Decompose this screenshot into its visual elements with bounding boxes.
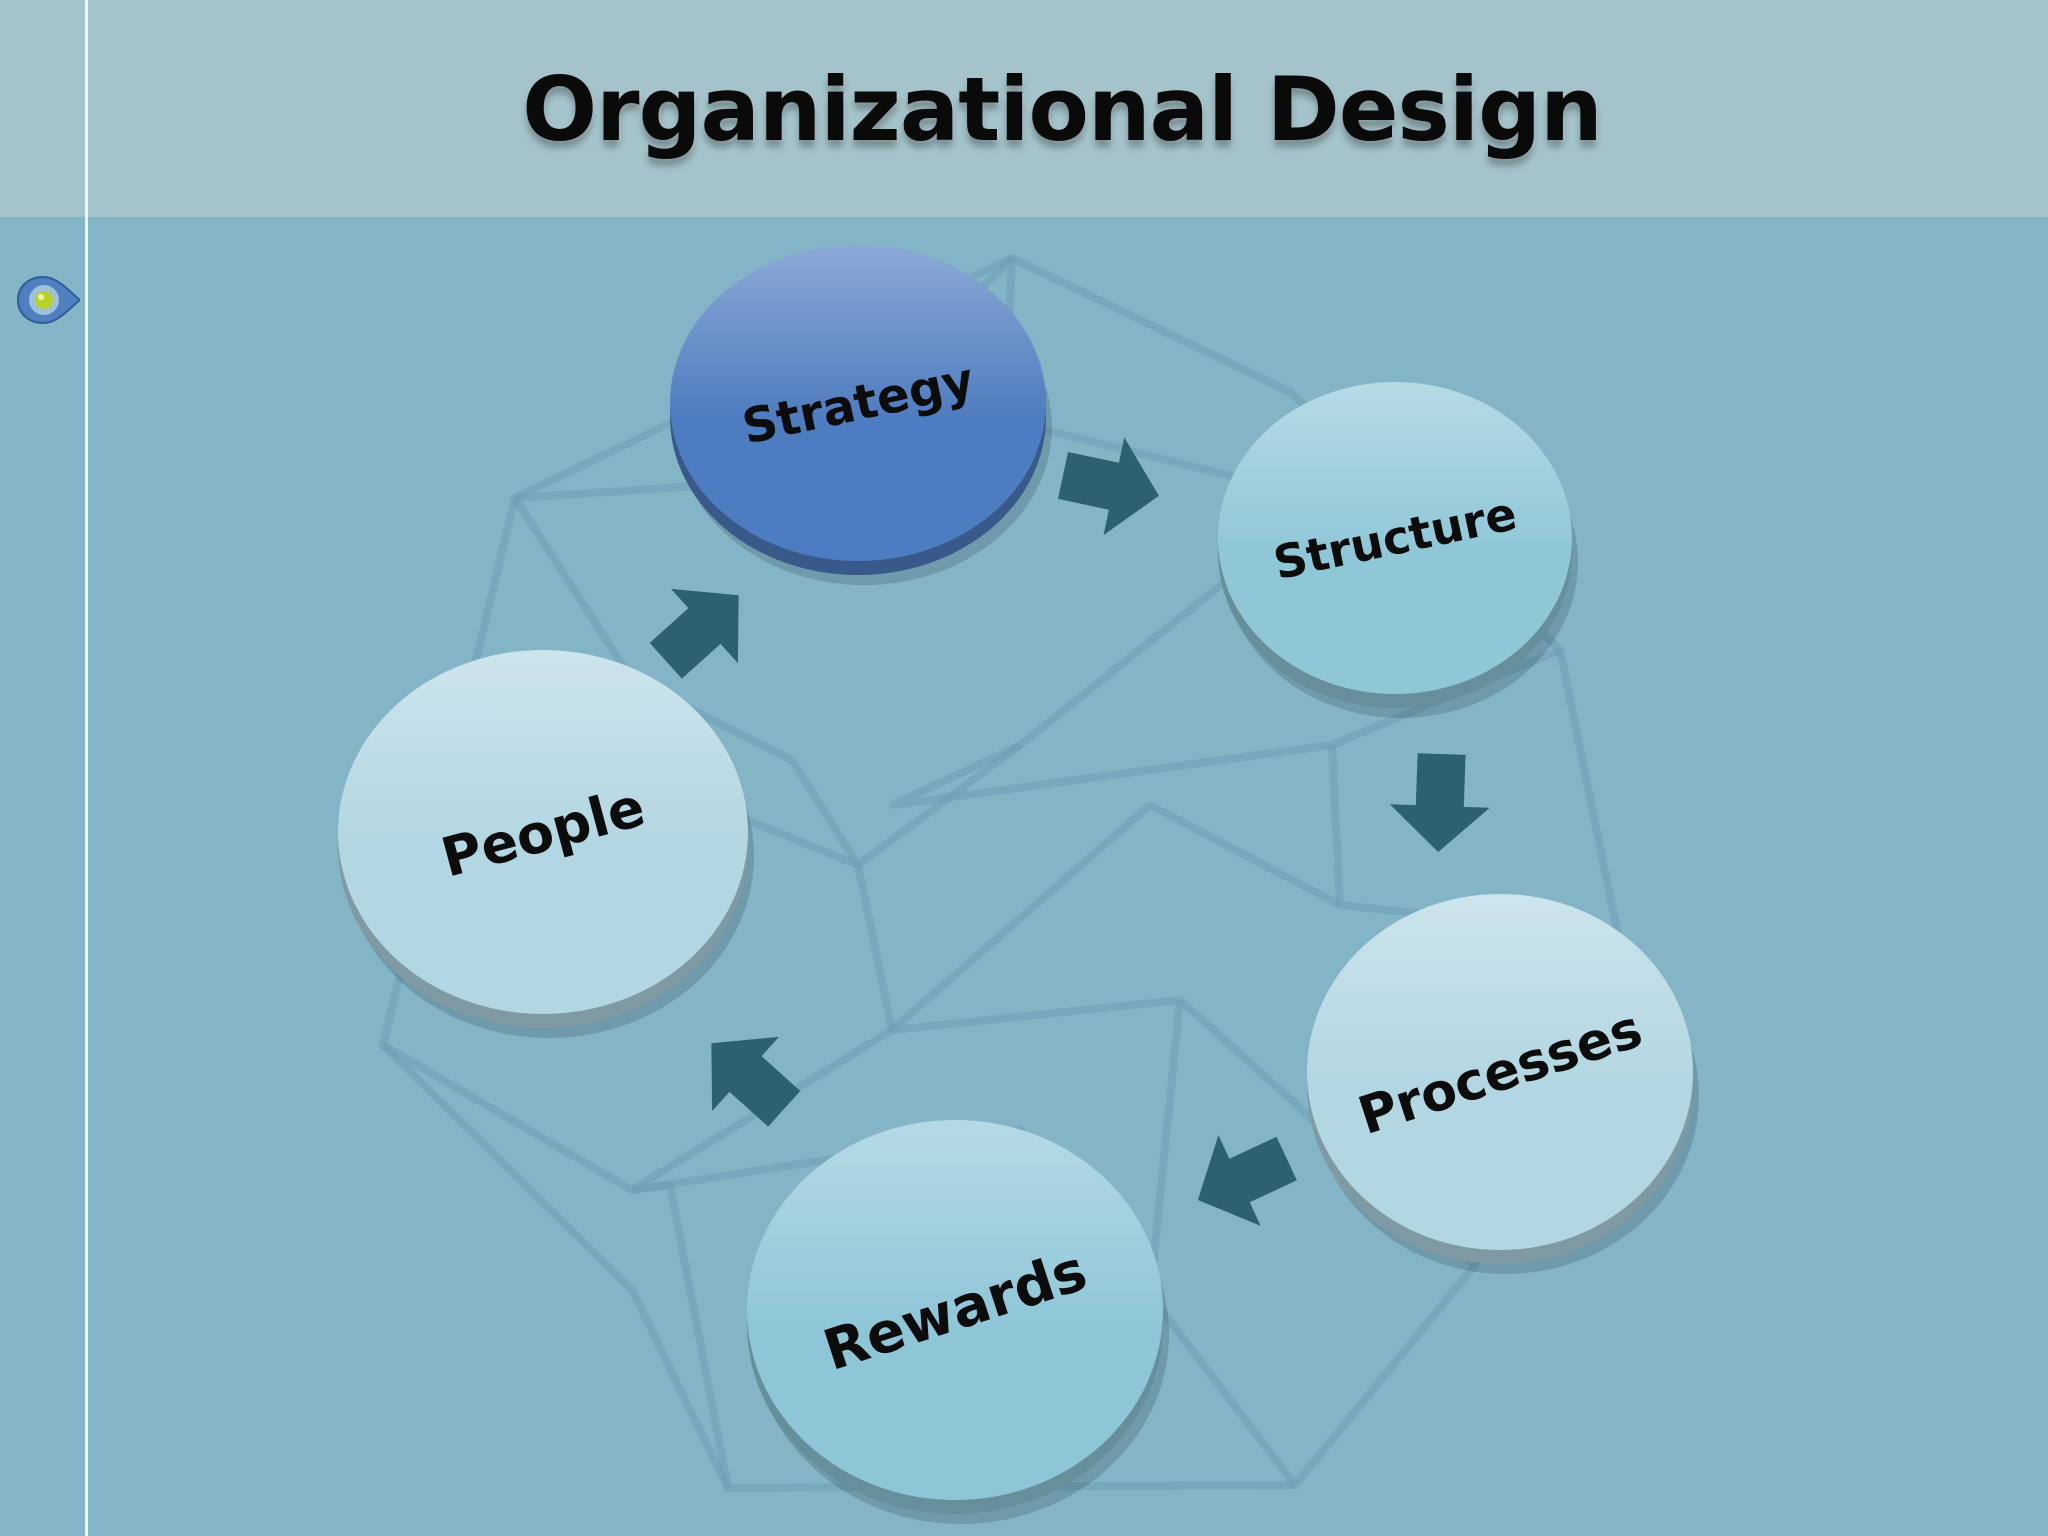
title-band	[0, 0, 2048, 217]
block-arrow-icon	[649, 588, 739, 679]
block-arrow-icon	[1389, 753, 1490, 852]
slide-title: Organizational Design	[522, 58, 1602, 161]
cycle-node-structure: Structure	[1218, 382, 1578, 718]
cycle-node-processes: Processes	[1307, 894, 1699, 1274]
block-arrow-icon	[711, 1036, 801, 1127]
cycle-node-people: People	[338, 650, 754, 1038]
bullet-dot-icon	[16, 276, 80, 324]
left-divider-line	[85, 0, 88, 1536]
background-wireframe	[379, 254, 1622, 1492]
block-arrow-icon	[1197, 1135, 1297, 1226]
cycle-node-strategy: Strategy	[670, 245, 1052, 585]
arrows	[649, 437, 1490, 1226]
block-arrow-icon	[1058, 437, 1159, 536]
cycle-node-rewards: Rewards	[747, 1120, 1169, 1524]
